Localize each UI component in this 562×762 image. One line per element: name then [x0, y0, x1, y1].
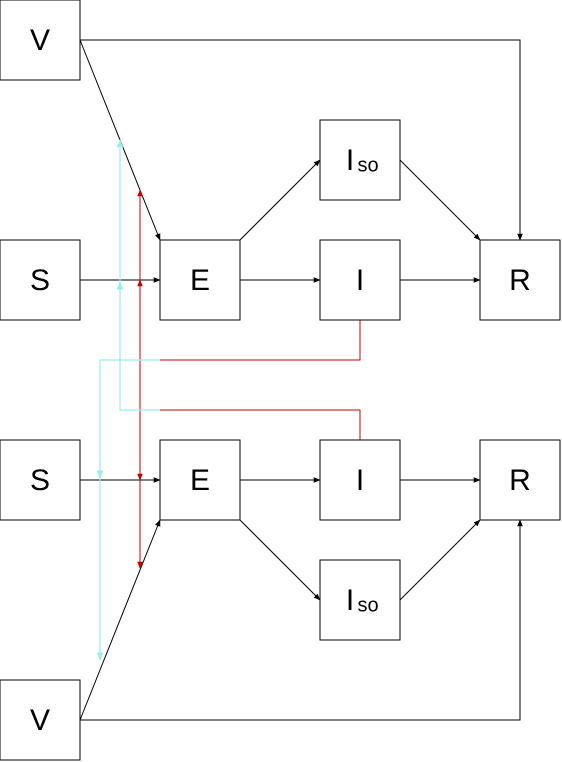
node-top-iso[interactable]: I so: [319, 119, 401, 201]
top-group-edges: [79, 39, 523, 283]
node-bottom-s-label: S: [30, 464, 50, 497]
node-bottom-i-label: I: [356, 464, 364, 497]
node-top-s[interactable]: S: [0, 239, 81, 321]
node-top-r[interactable]: R: [479, 239, 561, 321]
node-top-iso-label: I: [346, 144, 354, 177]
node-bottom-iso-sub: so: [357, 594, 378, 616]
node-bottom-iso-label: I: [346, 584, 354, 617]
node-bottom-v-label: V: [30, 704, 50, 737]
edge-top-iso-to-r: [399, 159, 481, 241]
node-top-r-label: R: [509, 264, 531, 297]
edge-top-v-to-r: [80, 39, 523, 241]
node-top-e-label: E: [190, 264, 210, 297]
node-bottom-e[interactable]: E: [159, 439, 241, 521]
node-top-i-label: I: [356, 264, 364, 297]
edge-bottom-v-to-e: [79, 519, 161, 721]
edge-bottom-v-to-r: [80, 519, 523, 721]
edge-cyan-bottom-i-to-top: [116, 139, 160, 411]
node-bottom-e-label: E: [190, 464, 210, 497]
node-bottom-s[interactable]: S: [0, 439, 81, 521]
edge-top-e-to-iso: [239, 159, 321, 241]
edge-bottom-iso-to-r: [399, 519, 481, 601]
node-top-s-label: S: [30, 264, 50, 297]
node-top-i[interactable]: I: [319, 239, 401, 321]
red-infection-links: [137, 189, 361, 569]
node-bottom-v[interactable]: V: [0, 679, 81, 761]
edge-red-bottom-i-feedback: [137, 409, 361, 569]
bottom-group-edges: [79, 477, 523, 721]
cyan-links: [96, 139, 160, 661]
edge-cyan-top-to-bottom: [96, 359, 160, 661]
edge-bottom-e-to-iso: [239, 519, 321, 601]
node-bottom-i[interactable]: I: [319, 439, 401, 521]
node-top-e[interactable]: E: [159, 239, 241, 321]
node-top-v[interactable]: V: [0, 0, 81, 81]
node-bottom-iso[interactable]: I so: [319, 559, 401, 641]
node-bottom-r[interactable]: R: [479, 439, 561, 521]
node-top-iso-sub: so: [357, 154, 378, 176]
node-top-v-label: V: [30, 24, 50, 57]
node-bottom-r-label: R: [509, 464, 531, 497]
